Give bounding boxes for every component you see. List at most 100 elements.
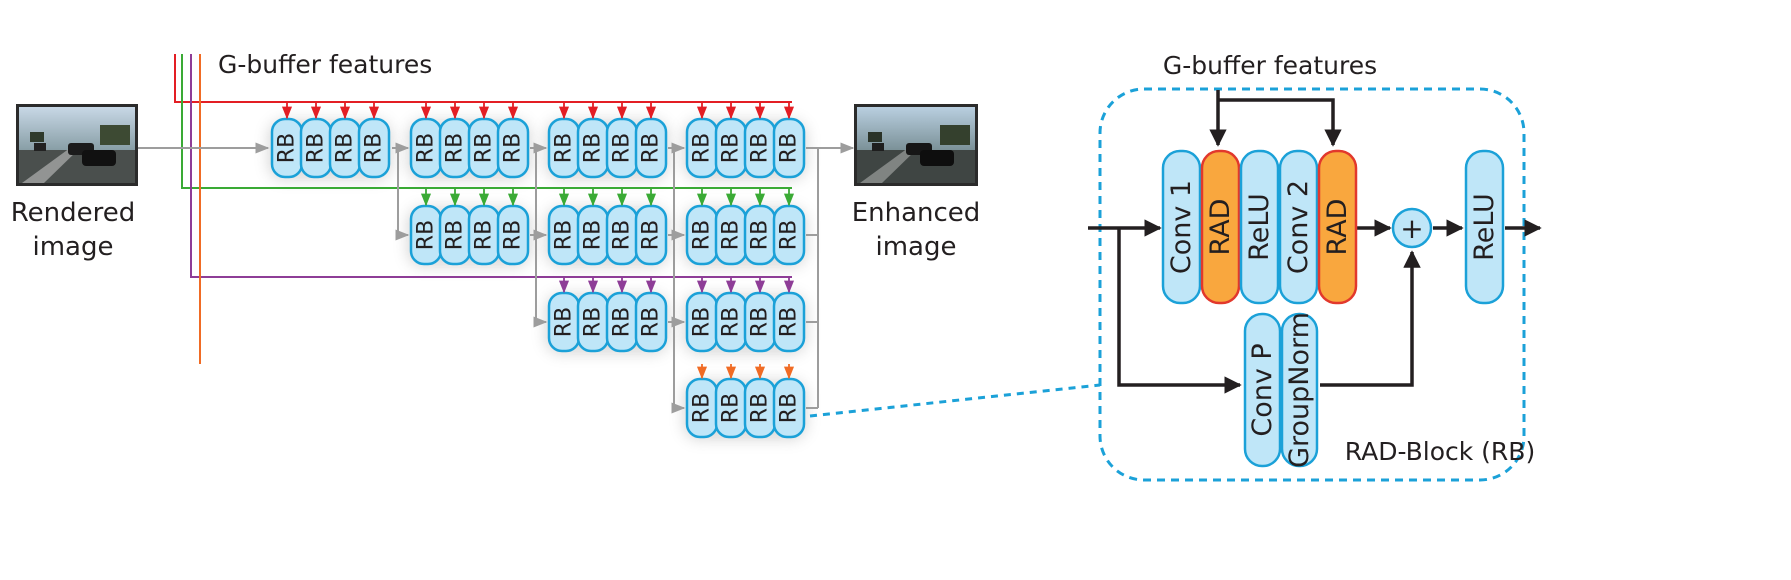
rb-label: RB xyxy=(581,307,606,337)
rb-label: RB xyxy=(719,393,744,423)
rb-label: RB xyxy=(362,133,387,163)
rad-block-caption: RAD-Block (RB) xyxy=(1345,437,1535,466)
rb-label: RB xyxy=(610,307,635,337)
rb-block: RB xyxy=(409,204,443,266)
rb-block: RB xyxy=(772,377,806,439)
layer-label: RAD xyxy=(1322,199,1353,256)
rb-block: RB xyxy=(685,204,719,266)
rb-label: RB xyxy=(639,220,664,250)
rb-block: RB xyxy=(299,117,333,179)
enhanced-image-label-line1: Enhanced xyxy=(852,198,981,228)
rb-block: RB xyxy=(576,117,610,179)
rb-label: RB xyxy=(639,133,664,163)
rb-label: RB xyxy=(777,220,802,250)
rb-label: RB xyxy=(552,307,577,337)
layer-pill xyxy=(1243,312,1282,468)
rb-label: RB xyxy=(719,220,744,250)
rb-block: RB xyxy=(496,204,530,266)
rb-label: RB xyxy=(748,133,773,163)
rb-block: RB xyxy=(496,117,530,179)
layer-label: Conv 1 xyxy=(1166,180,1197,274)
rb-label: RB xyxy=(581,133,606,163)
layer-block: RAD xyxy=(1200,149,1241,305)
rb-block: RB xyxy=(634,204,668,266)
gbuffer-feed-lines xyxy=(174,54,792,364)
rb-block: RB xyxy=(714,377,748,439)
rb-block: RB xyxy=(328,117,362,179)
rb-block: RB xyxy=(685,117,719,179)
enhanced-image-label-line2: image xyxy=(876,232,957,262)
rb-label: RB xyxy=(552,220,577,250)
rb-label: RB xyxy=(777,307,802,337)
rb-block: RB xyxy=(438,117,472,179)
rb-label: RB xyxy=(690,307,715,337)
rb-block: RB xyxy=(714,204,748,266)
gbuffer-arrows-right xyxy=(1209,90,1342,147)
rb-block: RB xyxy=(772,117,806,179)
rb-label: RB xyxy=(443,220,468,250)
rb-block: RB xyxy=(743,204,777,266)
rb-block: RB xyxy=(743,377,777,439)
enhancement-network: Rendered image Enhanced image G-buffer f… xyxy=(11,50,981,440)
rb-label: RB xyxy=(639,307,664,337)
layer-pill xyxy=(1200,149,1241,305)
rb-block: RB xyxy=(547,291,581,353)
sum-node: + xyxy=(1391,207,1433,249)
layer-pill xyxy=(1317,149,1358,305)
layer-block: Conv 1 xyxy=(1161,149,1202,305)
rad-block-outline xyxy=(1098,87,1526,482)
rb-block: RB xyxy=(605,291,639,353)
rendered-image-label-line1: Rendered xyxy=(11,198,136,228)
rb-label: RB xyxy=(501,220,526,250)
rb-block: RB xyxy=(467,204,501,266)
gbuffer-label-right: G-buffer features xyxy=(1163,51,1377,80)
gbuffer-drop-arrows xyxy=(281,102,795,380)
rendered-image-label-line2: image xyxy=(33,232,114,262)
rendered-image xyxy=(16,104,138,186)
layer-block: Conv 2 xyxy=(1278,149,1319,305)
rb-block: RB xyxy=(743,117,777,179)
layer-label: ReLU xyxy=(1469,193,1500,261)
rb-label: RB xyxy=(748,220,773,250)
rb-block: RB xyxy=(467,117,501,179)
rb-label: RB xyxy=(333,133,358,163)
enhanced-image xyxy=(854,104,978,186)
layer-pill xyxy=(1239,149,1280,305)
layer-label: Conv P xyxy=(1247,343,1278,436)
rb-block: RB xyxy=(438,204,472,266)
rb-block: RB xyxy=(576,291,610,353)
rb-block: RB xyxy=(685,291,719,353)
rb-label: RB xyxy=(690,220,715,250)
rb-label: RB xyxy=(472,133,497,163)
rb-label: RB xyxy=(690,393,715,423)
plus-symbol: + xyxy=(1400,212,1423,245)
rb-label: RB xyxy=(610,220,635,250)
rb-block: RB xyxy=(634,117,668,179)
rb-block: RB xyxy=(576,204,610,266)
gbuffer-label-left: G-buffer features xyxy=(218,50,432,79)
rb-block: RB xyxy=(634,291,668,353)
rb-label: RB xyxy=(414,133,439,163)
rb-label: RB xyxy=(472,220,497,250)
rb-block: RB xyxy=(743,291,777,353)
rb-block: RB xyxy=(547,204,581,266)
rb-block: RB xyxy=(357,117,391,179)
rb-block: RB xyxy=(714,291,748,353)
rb-block: RB xyxy=(772,291,806,353)
layer-block: ReLU xyxy=(1239,149,1280,305)
rb-label: RB xyxy=(777,393,802,423)
rb-label: RB xyxy=(748,393,773,423)
layer-label: GroupNorm xyxy=(1284,312,1315,468)
data-flow-lines xyxy=(138,142,855,414)
rb-block: RB xyxy=(605,204,639,266)
layer-pill xyxy=(1280,312,1319,468)
signal-paths xyxy=(1088,219,1542,394)
rb-block: RB xyxy=(270,117,304,179)
rb-block: RB xyxy=(772,204,806,266)
rb-label: RB xyxy=(304,133,329,163)
layer-pill xyxy=(1161,149,1202,305)
rb-label: RB xyxy=(748,307,773,337)
